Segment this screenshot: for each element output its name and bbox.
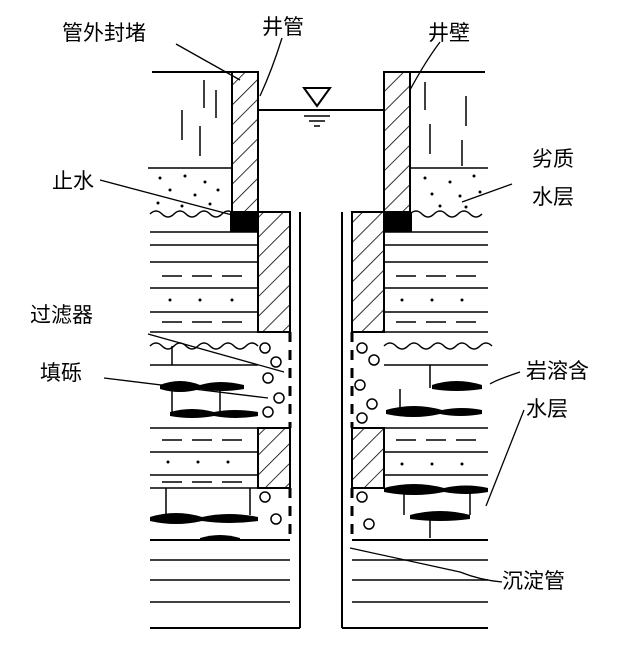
water-stop-block bbox=[230, 212, 412, 232]
label-well-pipe: 井管 bbox=[262, 15, 304, 39]
right-strata bbox=[342, 231, 493, 629]
water-level-icon bbox=[258, 87, 384, 127]
poor-aquifer-sand-layer bbox=[148, 167, 488, 218]
top-soil-layer bbox=[181, 80, 467, 166]
leader-lines bbox=[99, 37, 525, 583]
label-poor-aquifer-1: 劣质 bbox=[532, 147, 574, 171]
left-strata bbox=[149, 231, 300, 629]
well-wall-upper bbox=[231, 71, 411, 213]
label-filter: 过滤器 bbox=[30, 303, 93, 327]
gravel-pack bbox=[259, 342, 380, 530]
label-well-wall: 井壁 bbox=[428, 21, 470, 45]
label-poor-aquifer-2: 水层 bbox=[532, 185, 574, 209]
label-gravel-pack: 填砾 bbox=[40, 361, 82, 385]
filter-screen bbox=[288, 332, 354, 540]
label-casing-seal: 管外封堵 bbox=[62, 21, 146, 45]
label-karst-aquifer-2: 水层 bbox=[526, 397, 568, 421]
label-sediment-pipe: 沉淀管 bbox=[502, 569, 565, 593]
label-karst-aquifer-1: 岩溶含 bbox=[526, 359, 589, 383]
well-pipe-casing bbox=[257, 211, 385, 489]
label-water-stop: 止水 bbox=[52, 169, 94, 193]
